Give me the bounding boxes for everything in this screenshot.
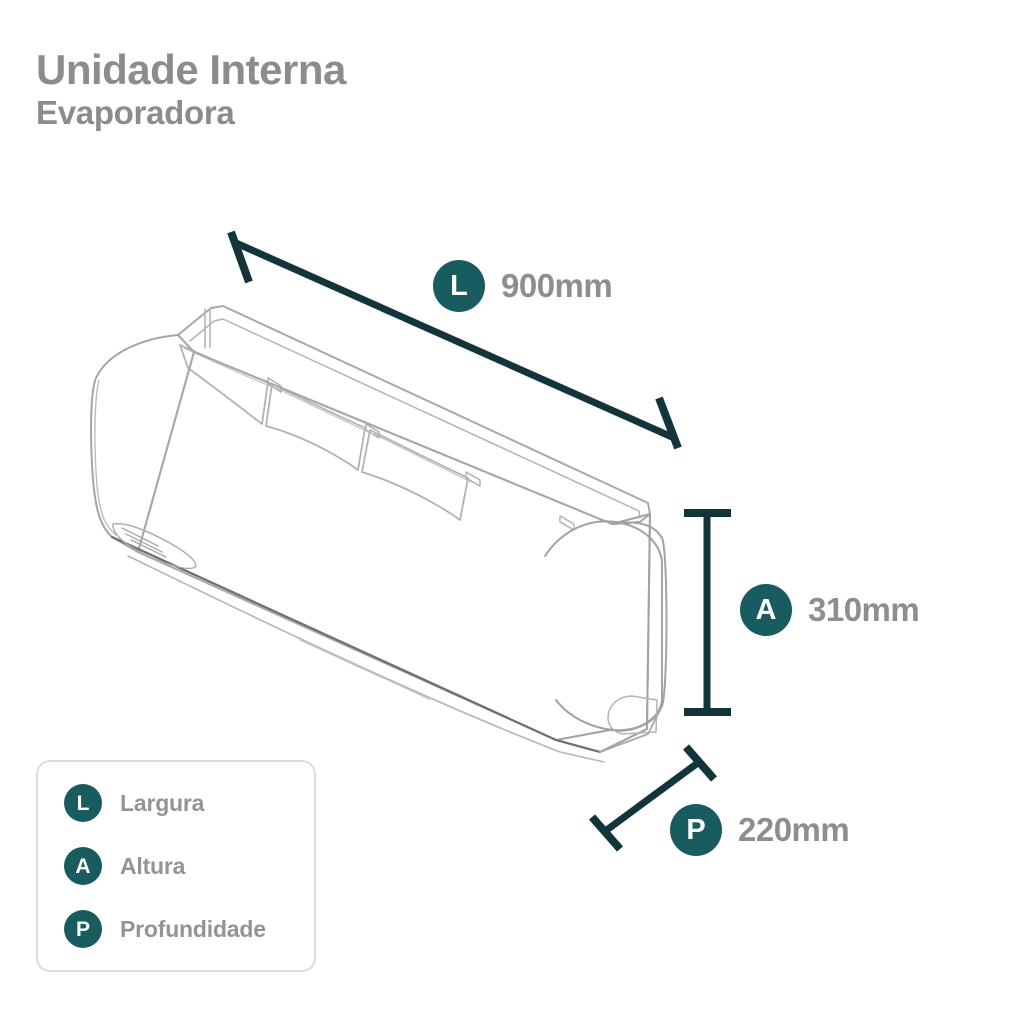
- legend-label-largura: Largura: [120, 789, 205, 816]
- dimension-value-height: 310mm: [808, 591, 920, 628]
- unit-top-face-inner-rim: [189, 318, 641, 519]
- unit-display-indicator: [112, 523, 197, 570]
- badge-a-icon: A: [740, 584, 792, 636]
- unit-top-face: [177, 305, 651, 525]
- page-title: Unidade Interna: [36, 46, 346, 93]
- dimension-line-height: [684, 509, 731, 716]
- unit-right-bottom-lip: [599, 705, 663, 753]
- unit-bottom-outlet-lip-lower: [127, 555, 605, 763]
- unit-top-left-tab: [204, 307, 211, 349]
- legend-badge-p-icon: P: [64, 910, 102, 948]
- legend-label-altura: Altura: [120, 852, 186, 879]
- dimension-label-depth: P 220mm: [670, 804, 850, 856]
- legend-badge-l-icon: L: [64, 784, 102, 822]
- legend-box: L Largura A Altura P Profundidade: [36, 760, 316, 972]
- unit-bottom-outlet-seam: [299, 639, 431, 701]
- page-subtitle: Evaporadora: [36, 94, 235, 132]
- badge-l-icon: L: [433, 260, 485, 312]
- badge-p-icon: P: [670, 804, 722, 856]
- unit-right-end-outer-contour: [544, 520, 663, 732]
- unit-right-end-port-detail: [607, 695, 658, 735]
- unit-top-grille-ribs-secondary: [183, 347, 472, 483]
- dimension-label-width: L 900mm: [433, 260, 613, 312]
- page-title-block: Unidade Interna Evaporadora: [36, 46, 346, 133]
- unit-bottom-outlet-lip: [110, 535, 602, 754]
- dimension-value-width: 900mm: [501, 267, 613, 304]
- legend-badge-a-icon: A: [64, 847, 102, 885]
- unit-left-end-inner-line: [94, 379, 117, 536]
- dimension-label-height: A 310mm: [740, 584, 920, 636]
- legend-item-altura: A Altura: [64, 847, 314, 885]
- legend-label-profundidade: Profundidade: [120, 915, 266, 942]
- dimension-lines: [227, 230, 731, 852]
- ac-unit-illustration: [90, 305, 668, 763]
- unit-front-face: [137, 351, 651, 753]
- dimension-value-depth: 220mm: [738, 811, 850, 848]
- legend-item-largura: L Largura: [64, 784, 314, 822]
- unit-top-grille-ribs: [179, 344, 469, 521]
- legend-item-profundidade: P Profundidade: [64, 910, 314, 948]
- dimension-line-depth: [588, 744, 718, 852]
- dimension-line-width: [227, 230, 682, 450]
- unit-left-end-cap: [90, 334, 195, 553]
